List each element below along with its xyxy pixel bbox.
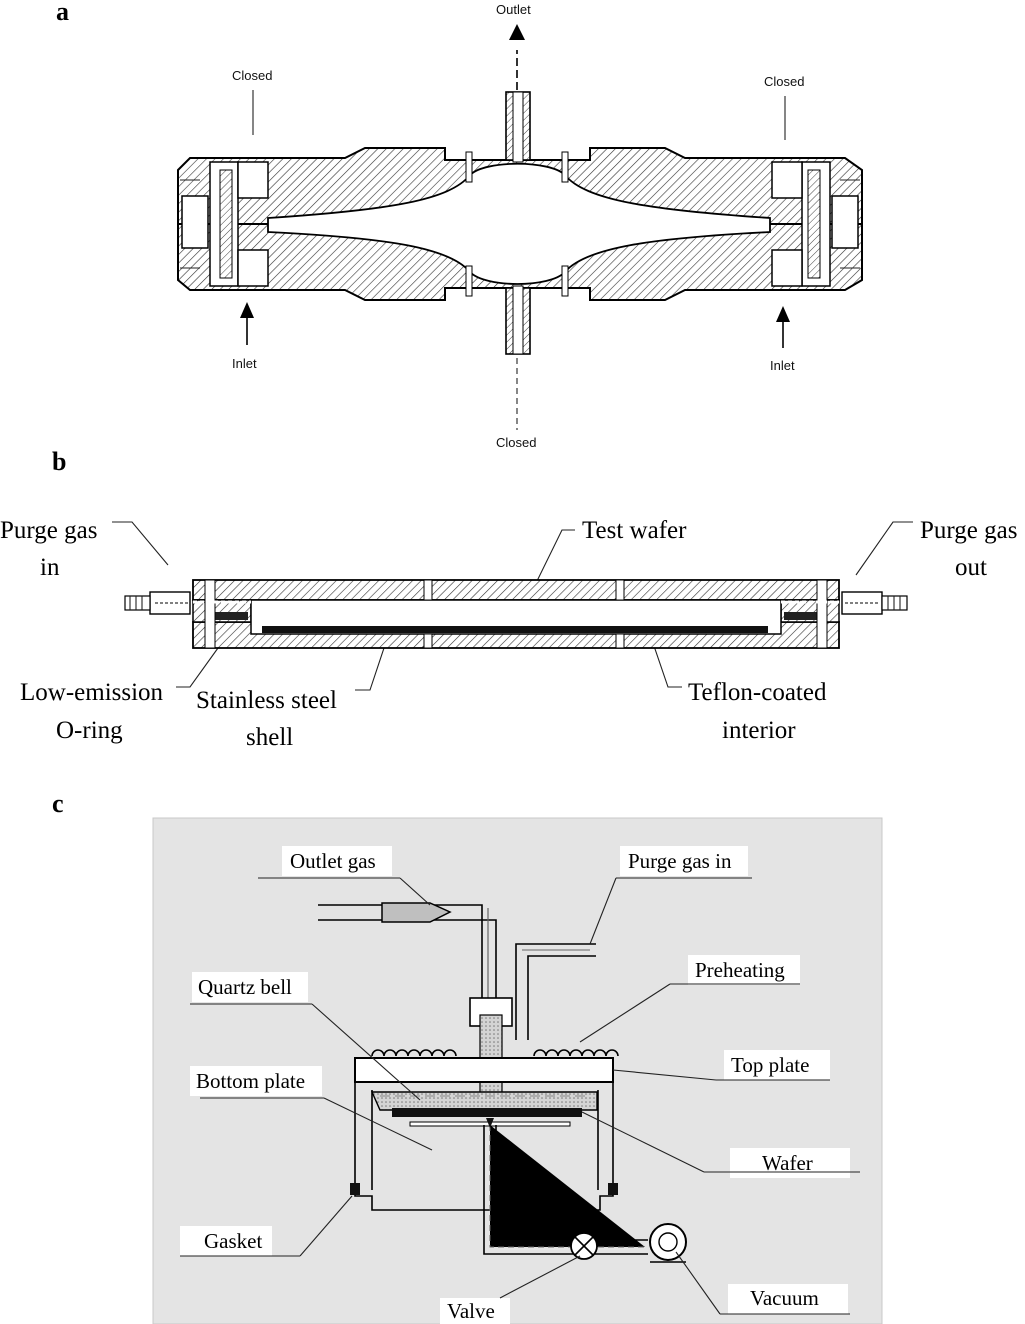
- label-top-plate: Top plate: [731, 1053, 809, 1077]
- chamber-housing: [354, 1082, 614, 1211]
- label-teflon-line2: interior: [722, 717, 796, 744]
- test-wafer-shape: [262, 626, 768, 633]
- label-outlet: Outlet: [496, 2, 531, 17]
- label-test-wafer: Test wafer: [582, 517, 687, 544]
- gasket-shape: [350, 1183, 360, 1195]
- label-purge-out-line1: Purge gas: [920, 517, 1017, 544]
- label-quartz-bell: Quartz bell: [198, 975, 292, 999]
- label-vacuum: Vacuum: [750, 1286, 819, 1310]
- label-closed-bottom: Closed: [496, 435, 536, 450]
- label-purge-out-line2: out: [955, 554, 987, 581]
- label-purge-in-line2: in: [40, 554, 60, 581]
- quartz-bell-shape: [370, 1091, 598, 1111]
- leader-purge-out: [855, 521, 913, 576]
- preheating-coils: [371, 1049, 619, 1057]
- label-purge-gas-in: Purge gas in: [628, 849, 732, 873]
- label-gasket: Gasket: [204, 1229, 262, 1253]
- panel-b: b Purge gas in Test wafer Purge gas out …: [0, 447, 1017, 751]
- panel-c-labels: Outlet gas Purge gas in Preheating Quart…: [180, 846, 860, 1324]
- vacuum-pump-icon: [649, 1223, 687, 1263]
- label-shell-line2: shell: [246, 724, 293, 751]
- label-inlet-left: Inlet: [232, 356, 257, 371]
- label-teflon-line1: Teflon-coated: [688, 679, 827, 706]
- purge-gas-pipe: [515, 943, 596, 1040]
- label-oring-line2: O-ring: [56, 717, 123, 744]
- inlet-right-arrow-icon: [776, 306, 790, 322]
- wafer-cassette-body: [124, 579, 908, 649]
- label-oring-line1: Low-emission: [20, 679, 164, 706]
- inlet-left-arrow-icon: [240, 302, 254, 318]
- label-valve: Valve: [447, 1299, 495, 1323]
- panel-a-body: [177, 91, 863, 355]
- label-purge-in-line1: Purge gas: [0, 517, 97, 544]
- label-inlet-right: Inlet: [770, 358, 795, 373]
- leader-purge-in: [112, 521, 169, 566]
- panel-c: c: [52, 789, 883, 1324]
- top-plate-shape: [354, 1057, 614, 1083]
- label-shell-line1: Stainless steel: [196, 687, 337, 714]
- label-outlet-gas: Outlet gas: [290, 849, 376, 873]
- leader-oring: [176, 647, 219, 688]
- valve-icon: [570, 1232, 598, 1260]
- label-closed-left: Closed: [232, 68, 272, 83]
- label-preheating: Preheating: [695, 958, 785, 982]
- label-closed-right: Closed: [764, 74, 804, 89]
- outlet-arrow-icon: [509, 24, 525, 40]
- wafer-shape: [392, 1108, 582, 1117]
- panel-c-letter: c: [52, 789, 64, 818]
- panel-a: a Outlet Closed Closed: [56, 0, 863, 450]
- outlet-gas-pipe: [318, 902, 497, 1000]
- leader-shell: [355, 647, 385, 691]
- label-wafer: Wafer: [762, 1151, 813, 1175]
- panel-a-letter: a: [56, 0, 69, 26]
- label-bottom-plate: Bottom plate: [196, 1069, 305, 1093]
- panel-b-letter: b: [52, 447, 66, 476]
